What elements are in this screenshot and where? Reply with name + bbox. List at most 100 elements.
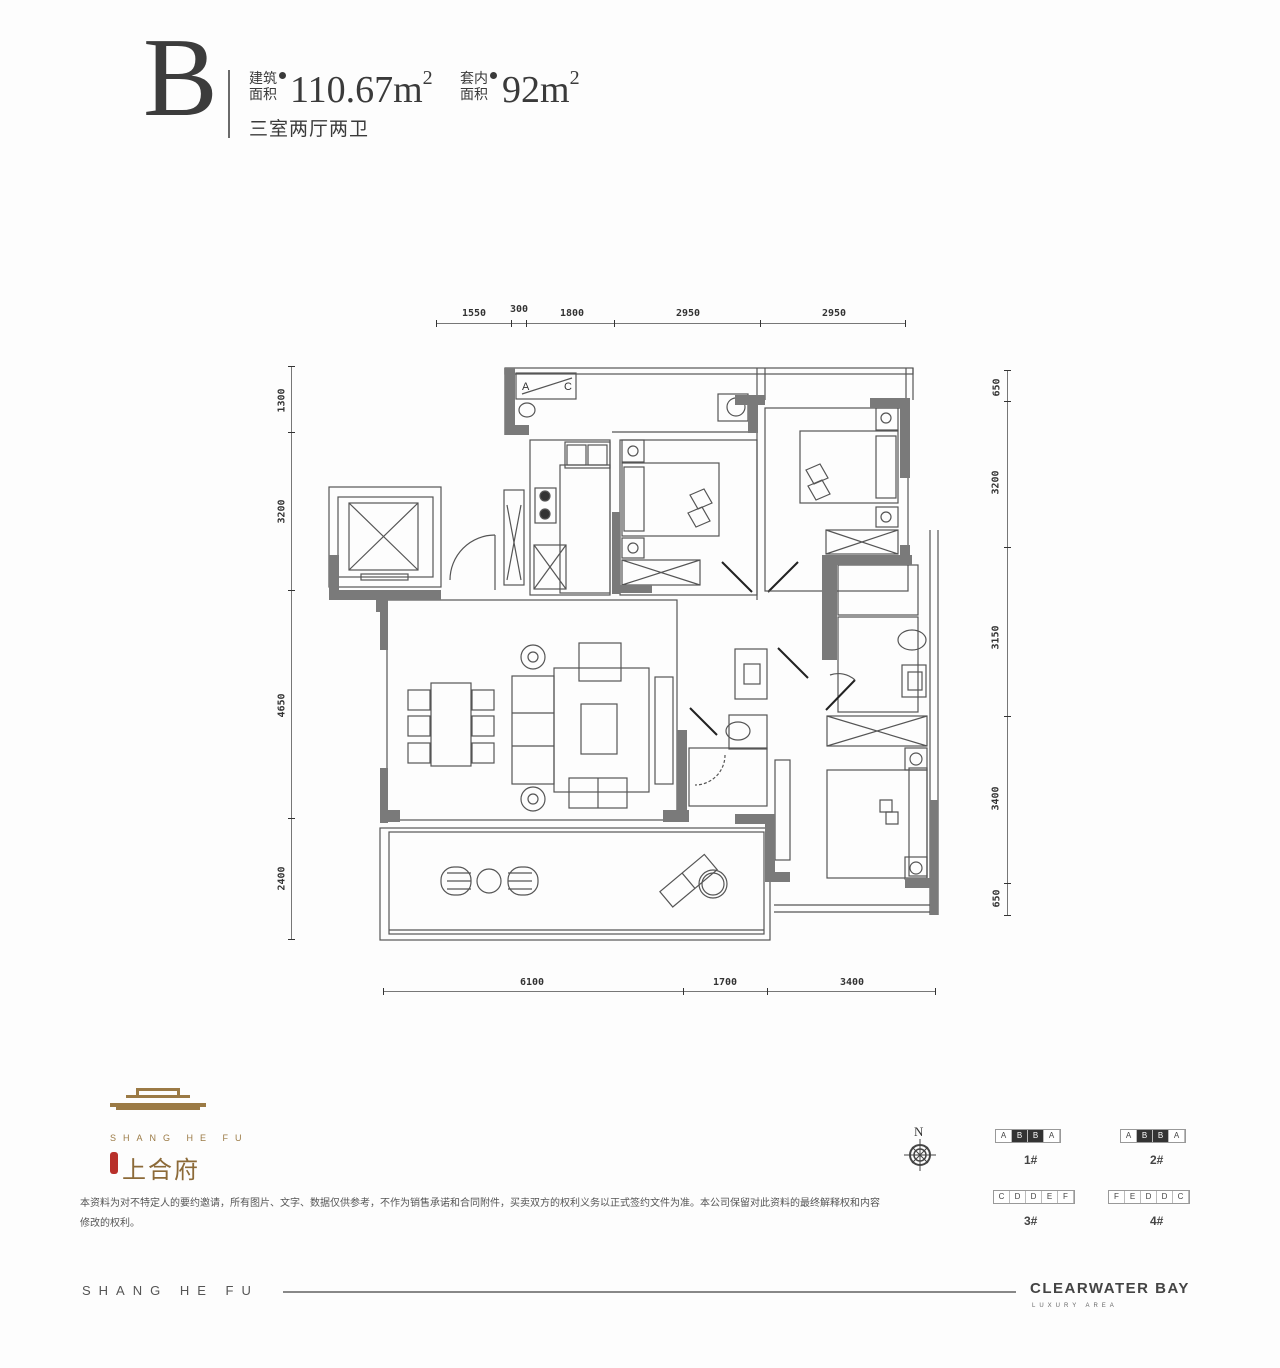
logo-english-text: SHANG HE FU — [110, 1133, 249, 1143]
dimension-tick — [760, 320, 761, 327]
building-area-number: 110.67m — [290, 69, 423, 111]
ac-label-a: A — [522, 381, 530, 393]
dimension-tick — [1004, 716, 1011, 717]
dimension-tick — [683, 988, 684, 995]
building-area-label-line2: 面积 — [249, 86, 277, 102]
approx-marker-icon — [490, 72, 497, 79]
building-area-label: 建筑 面积 — [249, 70, 279, 102]
interior-area-label-line1: 套内 — [460, 70, 488, 86]
unit-cell: C — [1173, 1191, 1189, 1203]
unit-cell: E — [1042, 1191, 1058, 1203]
dimension-tick — [288, 366, 295, 367]
dimension-tick — [526, 320, 527, 327]
balcony — [379, 827, 771, 941]
unit-cell: A — [1169, 1130, 1185, 1142]
dimension-tick — [1004, 883, 1011, 884]
elevator-shaft — [328, 486, 442, 588]
dimension-line-bottom — [383, 991, 936, 992]
building-key-label: 4# — [1150, 1214, 1164, 1228]
unit-cell: D — [1141, 1191, 1157, 1203]
footer-project-name: SHANG HE FU — [82, 1283, 259, 1298]
dimension-tick — [288, 818, 295, 819]
unit-cell-highlight: B — [1153, 1130, 1169, 1142]
building-area-label-line1: 建筑 — [249, 70, 277, 86]
dimension-label: 6100 — [520, 977, 545, 988]
footer-brand-sub: LUXURY AREA — [1032, 1303, 1118, 1309]
cooktop — [534, 487, 557, 524]
unit-cell: F — [1109, 1191, 1125, 1203]
unit-cell-highlight: B — [1012, 1130, 1028, 1142]
logo-chinese-text: 上合府 — [122, 1158, 200, 1184]
dimension-tick — [767, 988, 768, 995]
interior-area-unit-sup: 2 — [569, 67, 580, 89]
bathroom-2 — [688, 747, 768, 807]
ac-unit — [515, 372, 577, 400]
shang-he-fu-logo-icon — [110, 1088, 206, 1110]
dimension-label: 300 — [510, 304, 529, 315]
interior-area-label: 套内 面积 — [460, 70, 490, 102]
unit-cell: C — [994, 1191, 1010, 1203]
unit-cell: D — [1026, 1191, 1042, 1203]
dimension-tick — [436, 320, 437, 327]
dimension-tick — [288, 432, 295, 433]
building-area-unit-sup: 2 — [422, 67, 433, 89]
logo-seal-icon — [110, 1152, 118, 1174]
disclaimer-text: 本资料为对不特定人的要约邀请，所有图片、文字、数据仅供参考，不作为销售承诺和合同… — [80, 1198, 880, 1229]
approx-marker-icon — [279, 72, 286, 79]
building-key-diagram: A B B A — [1120, 1129, 1186, 1143]
unit-cell-highlight: B — [1137, 1130, 1153, 1142]
dimension-label: 2950 — [676, 308, 701, 319]
coffee-table — [580, 703, 618, 755]
building-key-4: F E D D C — [1108, 1190, 1190, 1204]
dimension-label: 3400 — [840, 977, 865, 988]
compass-rose-icon — [904, 1139, 936, 1171]
dimension-tick — [614, 320, 615, 327]
footer-divider — [283, 1291, 1016, 1293]
building-key-1: A B B A — [995, 1129, 1061, 1143]
dimension-label: 1700 — [713, 977, 738, 988]
dimension-tick — [1004, 915, 1011, 916]
unit-cell: F — [1058, 1191, 1074, 1203]
dimension-line-right — [1007, 370, 1008, 916]
header-divider — [228, 70, 230, 138]
dining-table — [430, 682, 472, 767]
dimension-tick — [288, 590, 295, 591]
unit-cell: D — [1010, 1191, 1026, 1203]
dimension-tick — [511, 320, 512, 327]
interior-area-value: 92m2 — [502, 68, 580, 109]
building-key-label: 3# — [1024, 1214, 1038, 1228]
building-area-value: 110.67m2 — [290, 68, 433, 109]
sofa — [511, 675, 555, 785]
unit-cell: A — [1121, 1130, 1137, 1142]
dimension-tick — [1004, 370, 1011, 371]
building-key-diagram: C D D E F — [993, 1190, 1075, 1204]
interior-area-number: 92m — [502, 69, 570, 111]
unit-cell: E — [1125, 1191, 1141, 1203]
dimension-tick — [1004, 401, 1011, 402]
dimension-label: 1800 — [560, 308, 585, 319]
unit-type-letter: B — [143, 16, 218, 140]
dimension-label: 2950 — [822, 308, 847, 319]
living-room — [386, 599, 678, 821]
interior-area-label-line2: 面积 — [460, 86, 488, 102]
dimension-tick — [383, 988, 384, 995]
building-key-diagram: F E D D C — [1108, 1190, 1190, 1204]
building-key-label: 2# — [1150, 1153, 1164, 1167]
tv-cabinet — [654, 676, 674, 785]
building-key-label: 1# — [1024, 1153, 1038, 1167]
room-layout-text: 三室两厅两卫 — [249, 119, 370, 140]
dimension-label: 1550 — [462, 308, 487, 319]
bedroom-3 — [826, 769, 928, 879]
dimension-tick — [905, 320, 906, 327]
dimension-tick — [1004, 547, 1011, 548]
armchair — [578, 642, 622, 682]
building-key-2: A B B A — [1120, 1129, 1186, 1143]
vanity — [734, 648, 768, 700]
unit-cell: A — [996, 1130, 1012, 1142]
building-key-diagram: A B B A — [995, 1129, 1061, 1143]
dimension-tick — [935, 988, 936, 995]
unit-cell-highlight: B — [1028, 1130, 1044, 1142]
footer-brand: CLEARWATER BAY — [1030, 1280, 1190, 1297]
structural-walls — [329, 368, 938, 915]
